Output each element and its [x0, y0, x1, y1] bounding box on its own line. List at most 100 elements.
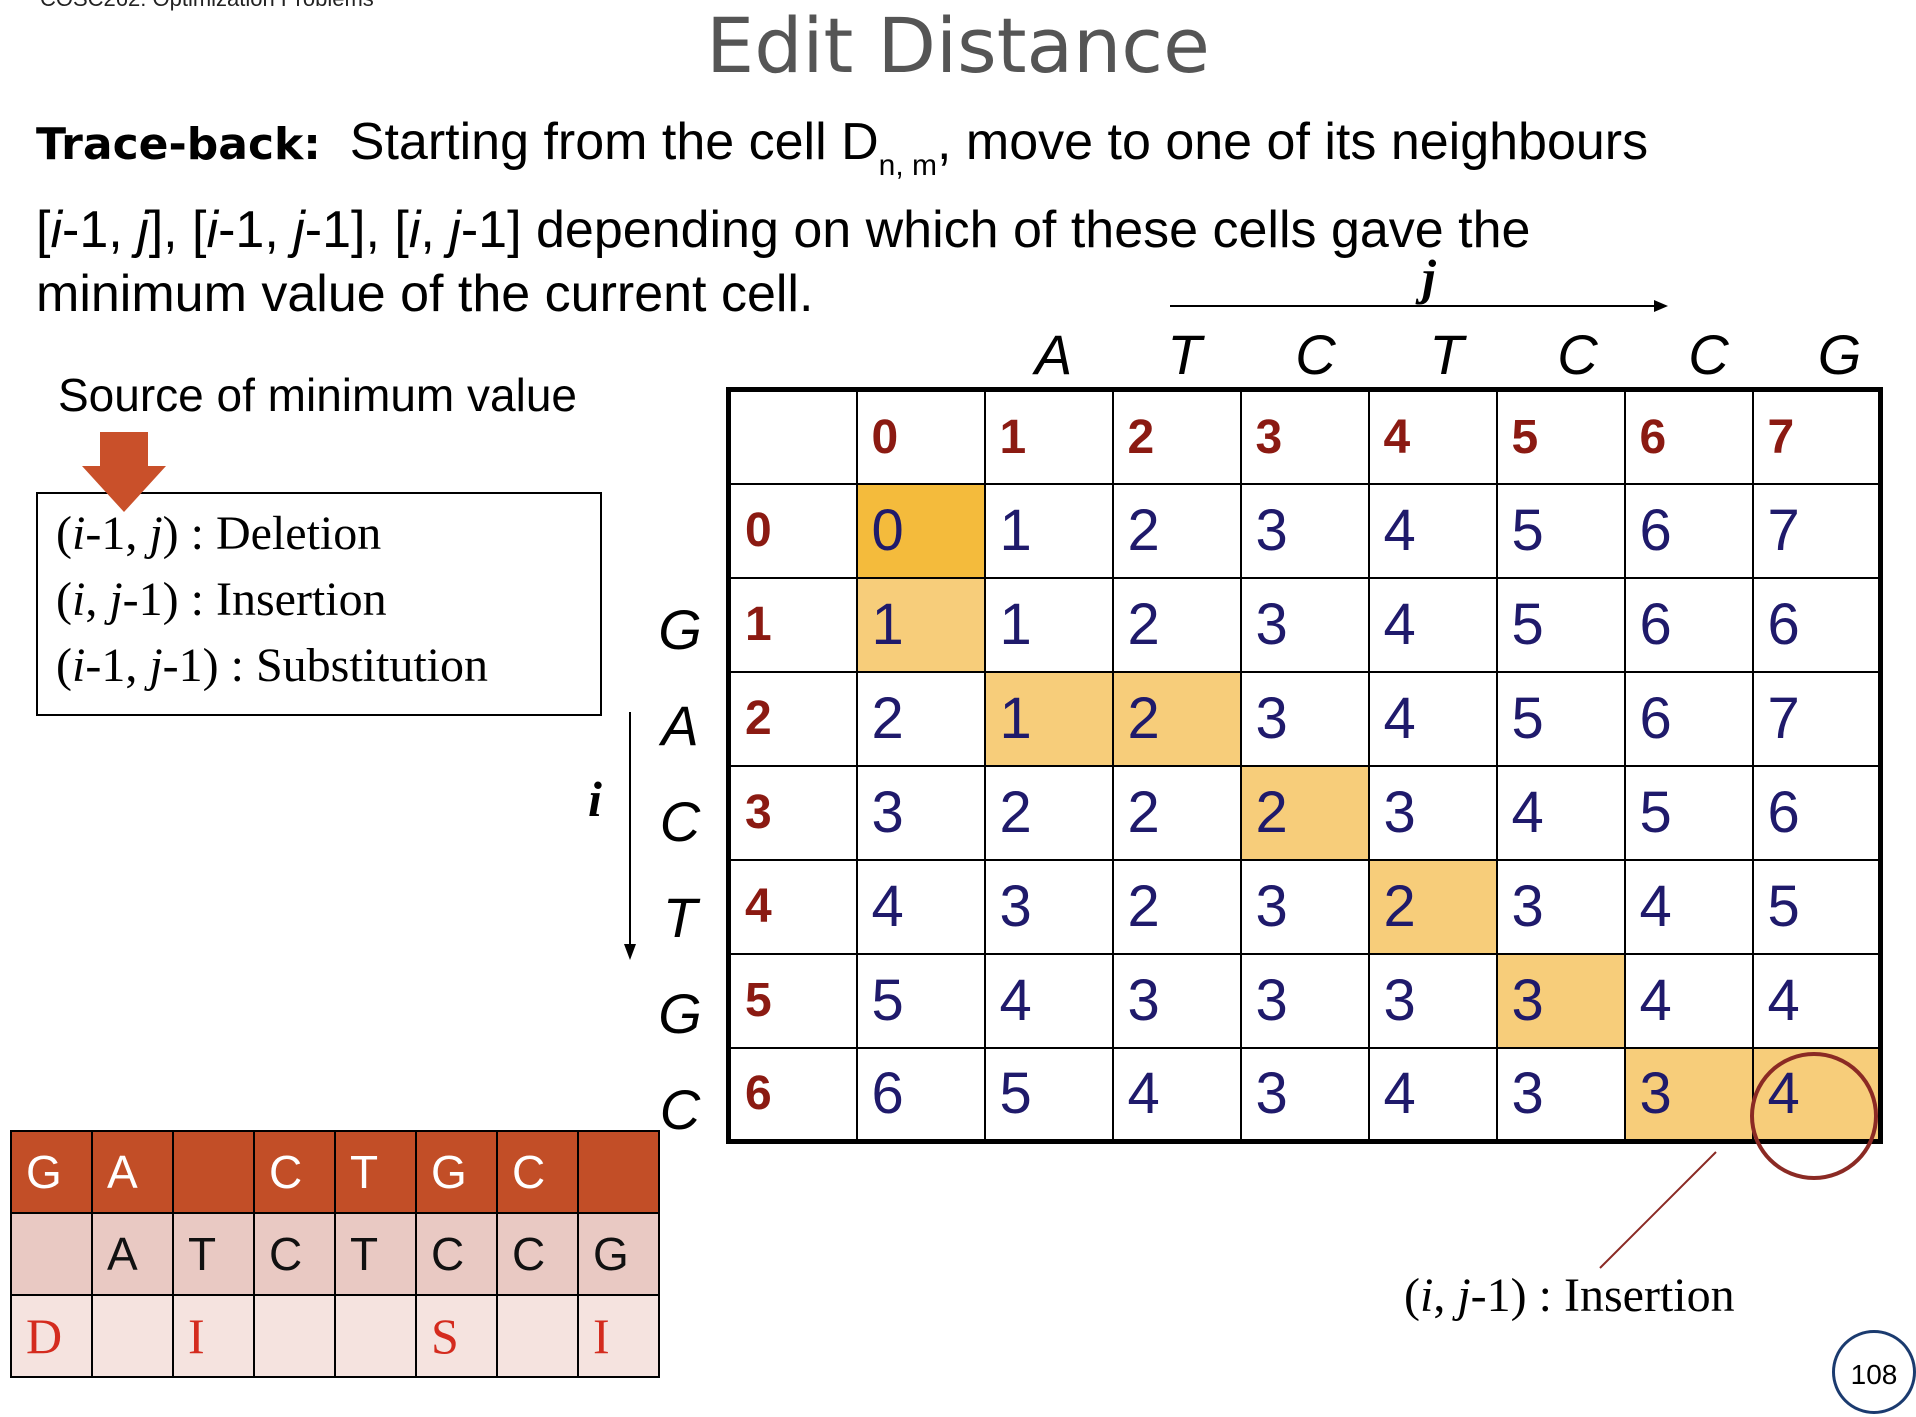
column-letter: C [1557, 323, 1598, 386]
alignment-op-cell: I [172, 1294, 255, 1378]
column-index: 7 [1751, 388, 1882, 485]
alignment-top-cell: C [253, 1130, 336, 1214]
para-text: [ [36, 201, 51, 259]
column-letter: C [1688, 323, 1729, 386]
row-letter: C [659, 1078, 701, 1141]
row-index: 6 [727, 1046, 858, 1143]
matrix-corner [727, 388, 858, 485]
row-index: 5 [727, 952, 858, 1049]
matrix-cell: 1 [983, 576, 1114, 673]
alignment-op-cell [496, 1294, 579, 1378]
matrix-cell: 1 [855, 576, 986, 673]
para-text: Starting from the cell D [349, 113, 879, 171]
matrix-cell: 2 [1111, 858, 1242, 955]
legend-title: Source of minimum value [58, 369, 577, 421]
row-letter: G [658, 598, 702, 661]
i-axis-arrow [624, 712, 636, 960]
matrix-cell: 5 [1495, 482, 1626, 579]
alignment-bottom-cell: C [496, 1212, 579, 1296]
legend-row-insertion: (i, j-1) : Insertion [56, 573, 387, 626]
alignment-top-cell: C [496, 1130, 579, 1214]
alignment-top-cell: G [10, 1130, 93, 1214]
j-axis-arrow [1170, 300, 1668, 312]
alignment-top-cell [577, 1130, 660, 1214]
matrix-cell: 2 [1111, 670, 1242, 767]
row-index: 1 [727, 576, 858, 673]
column-index: 5 [1495, 388, 1626, 485]
matrix-cell: 2 [1367, 858, 1498, 955]
legend-row-substitution: (i-1, j-1) : Substitution [56, 639, 489, 692]
row-letter: C [659, 790, 701, 853]
para-sub: n, m [878, 149, 938, 182]
row-letter: G [658, 982, 702, 1045]
matrix-cell: 7 [1751, 670, 1882, 767]
alignment-top-cell: A [91, 1130, 174, 1214]
para-text: minimum value of the current cell. [36, 265, 814, 323]
final-cell-circle [1750, 1052, 1878, 1180]
matrix-cell: 3 [1239, 670, 1370, 767]
matrix-cell: 1 [983, 670, 1114, 767]
matrix-cell: 4 [983, 952, 1114, 1049]
para-var: j [137, 201, 149, 259]
para-text: -1], [ [304, 201, 409, 259]
matrix-cell: 4 [1111, 1046, 1242, 1143]
matrix-cell: 3 [1495, 1046, 1626, 1143]
trace-back-paragraph: Trace-back: Starting from the cell Dn, m… [36, 110, 1648, 326]
column-index: 4 [1367, 388, 1498, 485]
row-index: 2 [727, 670, 858, 767]
para-var: j [293, 201, 305, 259]
alignment-bottom-cell: T [334, 1212, 417, 1296]
matrix-cell: 4 [1367, 576, 1498, 673]
column-index: 0 [855, 388, 986, 485]
matrix-cell: 3 [1239, 858, 1370, 955]
alignment-bottom-cell: T [172, 1212, 255, 1296]
i-axis-label: i [588, 771, 602, 827]
alignment-top-cell: T [334, 1130, 417, 1214]
matrix-cell: 5 [1495, 670, 1626, 767]
para-var: i [206, 201, 219, 259]
row-letter: A [661, 694, 699, 757]
column-index: 3 [1239, 388, 1370, 485]
para-var: i [50, 201, 63, 259]
column-letter: G [1817, 323, 1862, 386]
trace-back-label: Trace-back: [36, 119, 321, 170]
alignment-top-cell: G [415, 1130, 498, 1214]
para-text: , [420, 201, 450, 259]
matrix-cell: 2 [1111, 576, 1242, 673]
matrix-cell: 3 [1239, 952, 1370, 1049]
matrix-cell: 0 [855, 482, 986, 579]
alignment-op-cell: I [577, 1294, 660, 1378]
insertion-annotation: (i, j-1) : Insertion [1404, 1269, 1735, 1322]
matrix-cell: 3 [1623, 1046, 1754, 1143]
alignment-top-cell [172, 1130, 255, 1214]
legend-row-deletion: (i-1, j) : Deletion [56, 507, 382, 560]
matrix-cell: 4 [1367, 482, 1498, 579]
matrix-cell: 6 [1623, 670, 1754, 767]
matrix-cell: 6 [1623, 482, 1754, 579]
matrix-cell: 6 [1751, 576, 1882, 673]
matrix-cell: 5 [983, 1046, 1114, 1143]
row-index: 0 [727, 482, 858, 579]
para-text: -1, [218, 201, 294, 259]
matrix-cell: 2 [1239, 764, 1370, 861]
para-text: -1] depending on which of these cells ga… [460, 201, 1531, 259]
column-letter: A [1034, 323, 1073, 386]
matrix-cell: 5 [1623, 764, 1754, 861]
down-arrow-icon [82, 432, 166, 512]
course-name: COSC262: Optimization Problems [40, 0, 374, 12]
alignment-bottom-cell: A [91, 1212, 174, 1296]
para-text: , move to one of its neighbours [937, 113, 1649, 171]
matrix-cell: 4 [1495, 764, 1626, 861]
matrix-cell: 3 [1495, 858, 1626, 955]
matrix-cell: 3 [1239, 1046, 1370, 1143]
legend-box: (i-1, j) : Deletion (i, j-1) : Insertion… [36, 492, 602, 716]
matrix-cell: 5 [1495, 576, 1626, 673]
matrix-cell: 6 [1623, 576, 1754, 673]
matrix-cell: 4 [1367, 1046, 1498, 1143]
matrix-cell: 2 [983, 764, 1114, 861]
column-index: 6 [1623, 388, 1754, 485]
matrix-cell: 7 [1751, 482, 1882, 579]
alignment-bottom-cell [10, 1212, 93, 1296]
alignment-op-cell [91, 1294, 174, 1378]
